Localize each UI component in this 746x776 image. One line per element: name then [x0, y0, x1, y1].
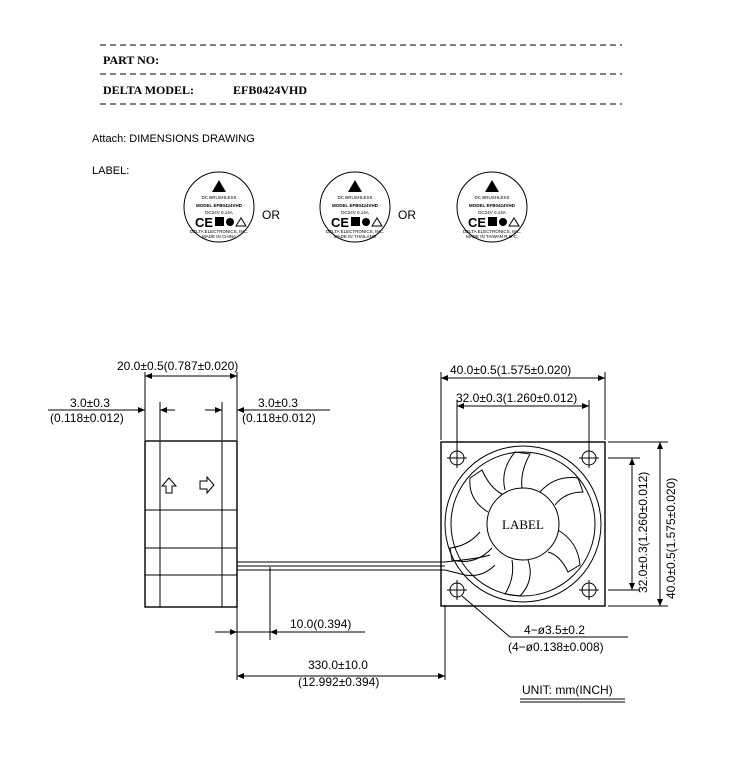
side-width-dim: 20.0±0.5(0.787±0.020): [117, 359, 238, 373]
delta-model-value: EFB0424VHD: [233, 83, 307, 97]
csa-mark-icon: [362, 218, 370, 226]
delta-logo-icon: [485, 180, 499, 192]
label-badge-1: DC BRUSHLESS MODEL EFB0424VHD DC24V 0.14…: [183, 171, 255, 243]
badge-footer: DELTA ELECTRONICS, INC.: [190, 229, 248, 234]
badge-rating: DC24V 0.14A: [205, 210, 233, 215]
badge-model: MODEL EFB0424VHD: [332, 203, 379, 208]
badge-footer: DELTA ELECTRONICS, INC.: [326, 229, 384, 234]
fan-shroud: [444, 445, 602, 603]
badge-model: MODEL EFB0424VHD: [469, 203, 516, 208]
fan-frame: [440, 441, 606, 607]
badge-model: MODEL EFB0424VHD: [196, 203, 243, 208]
badge-origin: MADE IN CHINA: [202, 234, 236, 239]
badge-line1: DC BRUSHLESS: [474, 195, 509, 200]
csa-mark-icon: [226, 218, 234, 226]
label-heading: LABEL:: [92, 165, 129, 177]
right-hole-spacing-dim: 32.0±0.3(1.260±0.012): [636, 472, 650, 593]
airflow-up-arrow-icon: [160, 477, 178, 494]
hole-dia-top: 4−ø3.5±0.2: [524, 623, 585, 637]
right-offset-bottom: (0.118±0.012): [242, 411, 316, 425]
front-width-dim: 40.0±0.5(1.575±0.020): [450, 363, 571, 377]
or-text-2: OR: [398, 208, 416, 222]
badge-origin: MADE IN THAILAND: [334, 234, 377, 239]
lead-length-top: 330.0±10.0: [308, 658, 368, 672]
or-text-1: OR: [262, 208, 280, 222]
delta-model-label: DELTA MODEL:: [103, 83, 194, 97]
ul-mark-icon: [351, 217, 360, 226]
ce-mark-icon: CE: [331, 215, 349, 230]
side-body: [144, 440, 238, 608]
badge-rating: DC24V 0.14A: [341, 210, 369, 215]
airflow-right-arrow-icon: [199, 475, 215, 495]
side-view: 20.0±0.5(0.787±0.020) 3.0±0.3 (0.118±0.0…: [48, 359, 446, 689]
hole-dia-bottom: (4−ø0.138±0.008): [508, 640, 604, 654]
tuv-mark-icon: [235, 217, 247, 227]
label-badge-2: DC BRUSHLESS MODEL EFB0424VHD DC24V 0.14…: [319, 171, 391, 243]
csa-mark-icon: [499, 218, 507, 226]
right-height-dim: 40.0±0.5(1.575±0.020): [664, 478, 678, 599]
tuv-mark-icon: [508, 217, 520, 227]
mounting-holes: [447, 448, 599, 600]
fan-label-text: LABEL: [502, 517, 544, 532]
header-block: PART NO: DELTA MODEL: EFB0424VHD: [100, 44, 622, 105]
unit-text: UNIT: mm(INCH): [522, 683, 613, 697]
tuv-mark-icon: [371, 217, 383, 227]
left-offset-bottom: (0.118±0.012): [50, 411, 124, 425]
label-badge-3: DC BRUSHLESS MODEL EFB0424VHD DC24V 0.14…: [456, 171, 528, 243]
attach-text: Attach: DIMENSIONS DRAWING: [92, 133, 255, 145]
badge-footer: DELTA ELECTRONICS, INC.: [463, 229, 521, 234]
wire-strip-dim: 10.0(0.394): [290, 617, 351, 631]
left-offset-top: 3.0±0.3: [70, 396, 110, 410]
ul-mark-icon: [488, 217, 497, 226]
ul-mark-icon: [215, 217, 224, 226]
badge-line1: DC BRUSHLESS: [337, 195, 372, 200]
part-no-label: PART NO:: [103, 53, 159, 67]
badge-rating: DC24V 0.14A: [478, 210, 506, 215]
ce-mark-icon: CE: [195, 215, 213, 230]
front-view: 40.0±0.5(1.575±0.020) 32.0±0.3(1.260±0.0…: [440, 363, 678, 654]
hole-spacing-dim: 32.0±0.3(1.260±0.012): [456, 391, 577, 405]
delta-logo-icon: [212, 180, 226, 192]
badge-origin: MADE IN TAIWAN R.O.C.: [466, 234, 518, 239]
delta-logo-icon: [348, 180, 362, 192]
badge-line1: DC BRUSHLESS: [201, 195, 236, 200]
ce-mark-icon: CE: [468, 215, 486, 230]
right-offset-top: 3.0±0.3: [258, 396, 298, 410]
lead-length-bottom: (12.992±0.394): [298, 675, 379, 689]
fan-hub: [486, 487, 560, 561]
